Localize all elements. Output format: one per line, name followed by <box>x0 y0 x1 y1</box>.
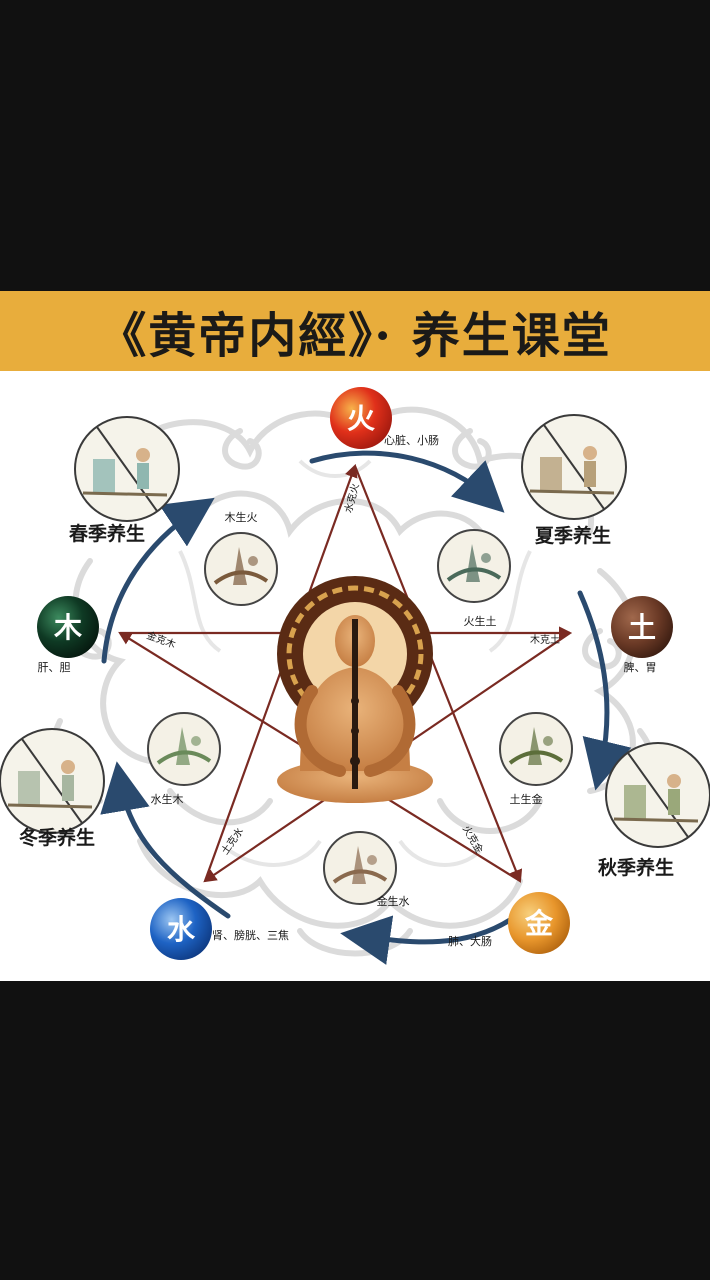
meditating-figure-illustration <box>277 576 433 803</box>
element-node-2: 土脾、胃 <box>611 596 673 674</box>
season-illustration-3 <box>605 742 710 848</box>
generating-label-3: 土生金 <box>510 792 543 806</box>
generating-cycle-arcs <box>100 450 632 965</box>
element-organs-1: 心脏、小肠 <box>384 434 439 447</box>
element-node-1: 火心脏、小肠 <box>330 387 439 449</box>
season-illustration-1 <box>74 416 180 522</box>
generating-arrow-4 <box>100 761 231 919</box>
controlling-label-5: 金克木 <box>145 628 178 650</box>
element-node-5: 木肝、胆 <box>37 596 99 674</box>
title-banner: 《黄帝内經》· 养生课堂 <box>0 291 710 371</box>
page-title: 《黄帝内經》· 养生课堂 <box>98 308 612 364</box>
season-label-2: 夏季养生 <box>535 524 611 547</box>
generating-label-5: 水生木 <box>151 792 184 806</box>
element-char-3: 金 <box>524 907 554 940</box>
season-illustration-2 <box>521 414 627 520</box>
season-illustration-4 <box>0 728 105 834</box>
process-illustration-5 <box>147 712 221 786</box>
process-illustrations <box>147 529 573 905</box>
process-illustration-3 <box>499 712 573 786</box>
element-organs-4: 肾、膀胱、三焦 <box>212 928 289 942</box>
process-illustration-2 <box>437 529 511 603</box>
element-node-circle-4 <box>150 898 212 960</box>
element-node-circle-5 <box>37 596 99 658</box>
generating-label-2: 火生土 <box>464 614 497 628</box>
season-label-4: 冬季养生 <box>19 826 95 849</box>
process-illustration-1 <box>204 532 278 606</box>
element-node-circle-2 <box>611 596 673 658</box>
element-char-5: 木 <box>53 611 82 644</box>
element-organs-5: 肝、胆 <box>38 661 71 674</box>
generating-label-4: 金生水 <box>377 894 410 908</box>
controlling-arrow-3 <box>353 465 523 884</box>
element-node-4: 水 肾、膀胱、三焦 <box>150 898 289 960</box>
generating-label-1: 木生火 <box>225 510 258 524</box>
controlling-label-2: 木克土 <box>530 633 560 646</box>
generating-arrow-2 <box>577 590 632 791</box>
season-illustrations <box>0 414 710 848</box>
season-label-3: 秋季养生 <box>598 856 674 879</box>
element-char-4: 水 <box>167 913 196 946</box>
generating-arrow-1 <box>309 450 505 513</box>
element-char-2: 土 <box>628 611 656 644</box>
five-elements-diagram: 火心脏、小肠土脾、胃金肺、大肠 水 肾、膀胱、三焦 木肝、胆 春季养生 夏季养生秋季养生… <box>0 371 710 981</box>
element-node-3: 金肺、大肠 <box>448 892 570 954</box>
element-node-circle-1 <box>330 387 392 449</box>
element-node-circle-3 <box>508 892 570 954</box>
element-char-1: 火 <box>347 402 375 435</box>
element-organs-3: 肺、大肠 <box>448 934 492 948</box>
process-illustration-4 <box>323 831 397 905</box>
element-organs-2: 脾、胃 <box>624 660 657 674</box>
season-label-1: 春季养生 <box>69 522 145 545</box>
generating-arrow-3 <box>340 910 523 965</box>
generating-arrow-5 <box>101 497 215 664</box>
